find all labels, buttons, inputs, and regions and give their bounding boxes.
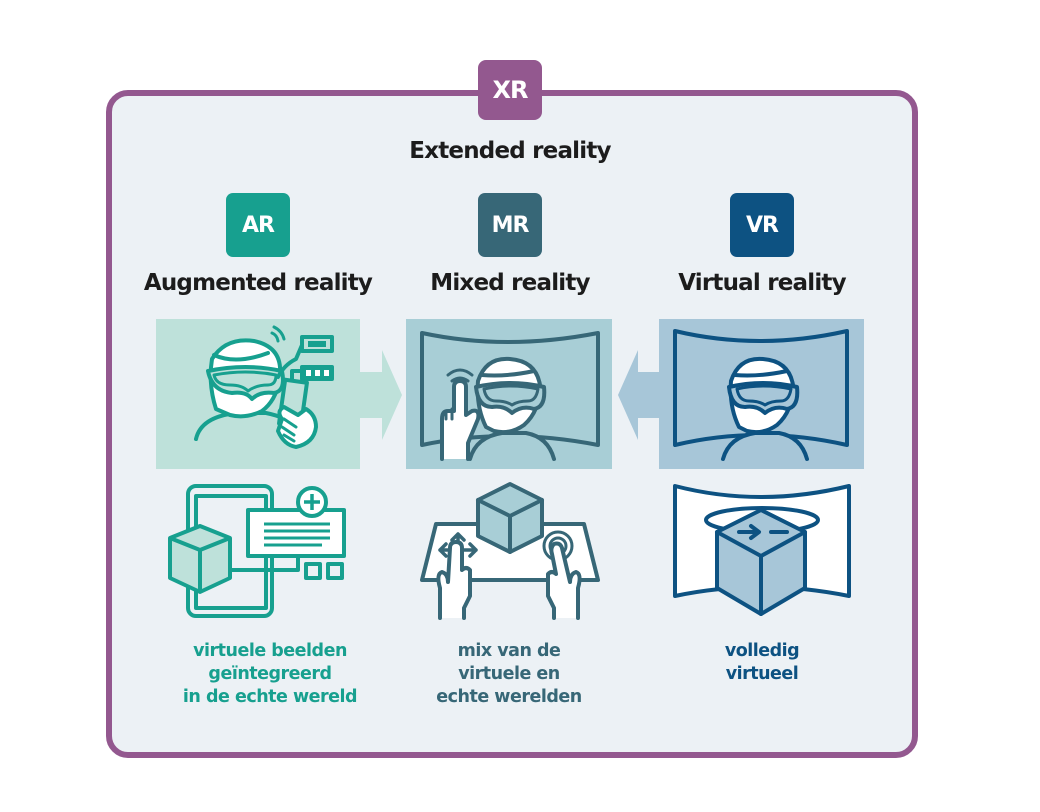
vr-badge: VR [730, 193, 794, 257]
mr-title: Mixed reality [430, 270, 590, 296]
ar-tablet-overlay-icon [168, 484, 346, 618]
mr-caption-line: virtuele en [458, 664, 560, 684]
vr-caption: volledig virtueel [642, 640, 882, 686]
mr-caption-line: mix van de [457, 641, 561, 661]
mr-badge: MR [478, 193, 542, 257]
mr-cube-hands-icon [420, 482, 600, 620]
ar-caption-line: in de echte wereld [182, 687, 358, 707]
mr-caption-line: echte werelden [436, 687, 582, 707]
arrow-vr-to-mr [618, 350, 660, 440]
ar-badge: AR [226, 193, 290, 257]
mr-caption: mix van de virtuele en echte werelden [389, 640, 629, 709]
ar-caption: virtuele beelden geïntegreerd in de echt… [150, 640, 390, 709]
ar-person-headset-icon [194, 325, 334, 449]
vr-caption-line: volledig [724, 641, 800, 661]
vr-title: Virtual reality [678, 270, 846, 296]
arrow-ar-to-mr [360, 350, 402, 440]
mr-person-gesture-icon [420, 331, 600, 461]
xr-title: Extended reality [409, 138, 611, 164]
xr-badge: XR [478, 60, 542, 120]
ar-caption-line: geïntegreerd [208, 664, 332, 684]
ar-caption-line: virtuele beelden [193, 641, 347, 661]
vr-caption-line: virtueel [725, 664, 799, 684]
vr-person-immersed-icon [673, 329, 849, 461]
vr-rotating-cube-icon [673, 484, 851, 616]
ar-title: Augmented reality [143, 270, 373, 296]
